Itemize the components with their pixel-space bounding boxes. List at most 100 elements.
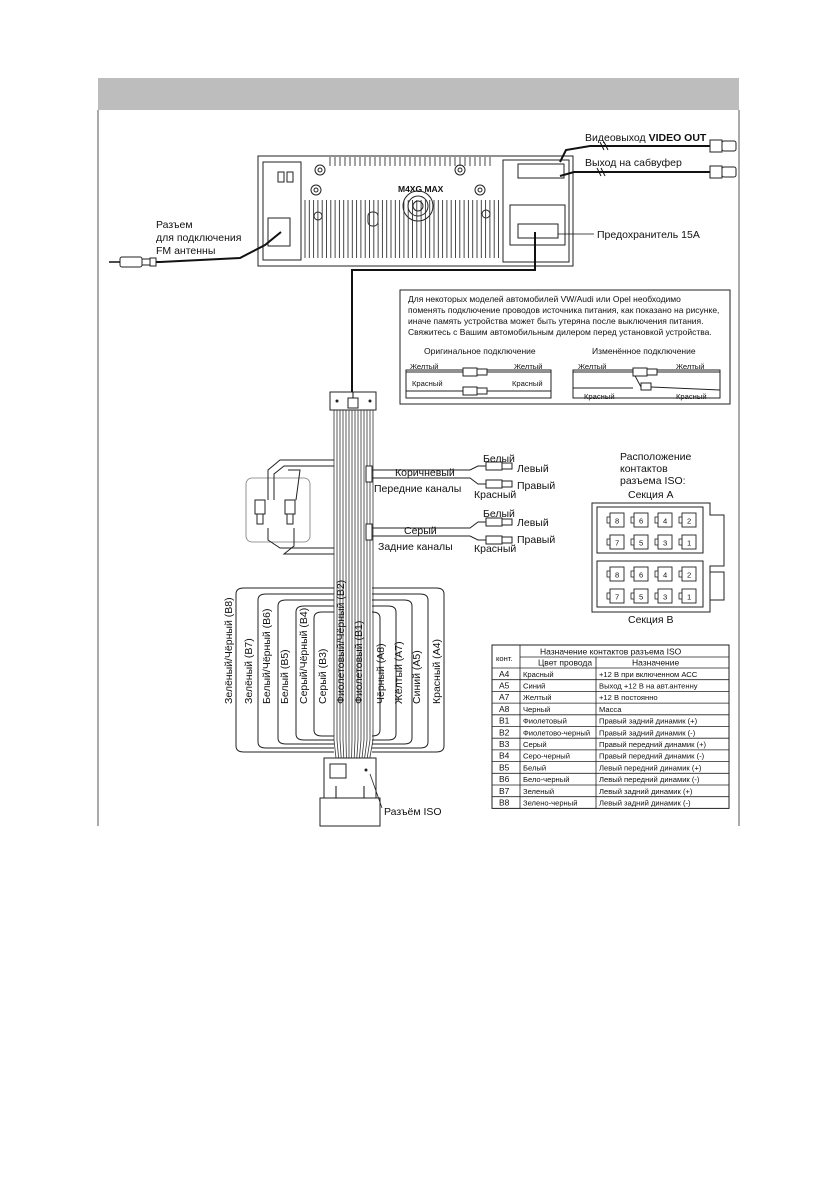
section-a-label: Секция А xyxy=(628,489,674,501)
wire-loop-right xyxy=(372,606,413,745)
orig-red-right: Красный xyxy=(512,379,543,388)
table-cell-color: Желтый xyxy=(523,693,552,702)
antenna-label-1: Разъем xyxy=(156,219,193,231)
video-out-bold: VIDEO OUT xyxy=(649,132,707,144)
wire-loop-top-right xyxy=(372,599,413,607)
wire-loop-top-right xyxy=(372,593,429,601)
pin-number: 3 xyxy=(663,539,667,548)
wire-label: Зелёный/Чёрный (В8) xyxy=(223,597,235,704)
note-box xyxy=(399,289,731,405)
mod-red-right: Красный xyxy=(676,392,707,401)
grey-label: Серый xyxy=(404,525,437,537)
iso-table: Назначение контактов разъема ISOконт.Цве… xyxy=(491,644,730,809)
table-cell-pin: B1 xyxy=(499,716,510,726)
front-white-label: Белый xyxy=(483,453,515,465)
pin-number: 4 xyxy=(663,571,667,580)
table-cell-pin: B4 xyxy=(499,751,510,761)
pin-number: 5 xyxy=(639,539,643,548)
rear-white-label: Белый xyxy=(483,508,515,520)
wire-loops xyxy=(235,587,445,753)
subwoofer-label: Выход на сабвуфер xyxy=(585,157,682,169)
wire-loop-top-right xyxy=(372,587,445,595)
power-cable xyxy=(351,232,536,398)
table-cell-purpose: Левый передний динамик (+) xyxy=(599,763,702,772)
pin-tab xyxy=(678,592,683,600)
wire-loop-left xyxy=(313,618,334,737)
table-cell-pin: A4 xyxy=(499,669,510,679)
wire-labels: Зелёный/Чёрный (В8)Зелёный (В7)Белый/Чёр… xyxy=(223,580,443,704)
table-cell-purpose: Правый передний динамик (-) xyxy=(599,752,705,761)
table-cell-purpose: Левый передний динамик (-) xyxy=(599,775,700,784)
pin-number: 7 xyxy=(615,539,619,548)
pin-tab xyxy=(606,592,611,600)
pin-number: 5 xyxy=(639,593,643,602)
table-cell-purpose: Масса xyxy=(599,705,622,714)
pin-number: 4 xyxy=(663,517,667,526)
wire-label: Фиолетовый (В1) xyxy=(353,621,365,704)
table-cell-pin: B7 xyxy=(499,786,510,796)
pin-tab xyxy=(678,538,683,546)
head-unit: M4XG MAX xyxy=(257,155,574,267)
original-connection-label: Оригинальное подключение xyxy=(424,346,536,356)
video-out-label: Видеовыход VIDEO OUT xyxy=(585,132,707,144)
wire-loop-top-left xyxy=(257,593,334,601)
note-line-2: поменять подключение проводов источника … xyxy=(408,305,719,315)
pin-tab xyxy=(606,570,611,578)
pin-tab xyxy=(654,538,659,546)
bundle-wire xyxy=(339,410,342,759)
bundle-wire xyxy=(353,410,356,759)
bundle-wire xyxy=(359,410,362,759)
table-cell-purpose: Левый задний динамик (-) xyxy=(599,799,691,808)
pin-tab xyxy=(678,516,683,524)
table-cell-pin: A5 xyxy=(499,681,510,691)
amp-loop xyxy=(245,459,334,555)
table-cell-color: Синий xyxy=(523,682,545,691)
wire-label: Чёрный (А8) xyxy=(375,643,387,704)
wire-loop-right xyxy=(371,618,381,737)
table-col-color: Цвет провода xyxy=(538,658,592,668)
wire-loop-top-left xyxy=(235,587,334,595)
note-line-4: Свяжитесь с Вашим автомобильным дилером … xyxy=(408,327,712,337)
wire-loop-top-left xyxy=(277,599,334,607)
iso-layout-label-3: разъема ISO: xyxy=(620,475,686,487)
antenna-cable xyxy=(109,231,282,268)
antenna-label-3: FM антенны xyxy=(156,245,215,257)
table-cell-color: Серый xyxy=(523,740,547,749)
wire-label: Зелёный (В7) xyxy=(243,638,255,704)
mod-yellow-left: Желтый xyxy=(578,362,607,371)
pin-number: 3 xyxy=(663,593,667,602)
table-cell-pin: A7 xyxy=(499,692,510,702)
pin-tab xyxy=(630,592,635,600)
pin-tab xyxy=(678,570,683,578)
bundle-wire xyxy=(336,410,339,759)
pin-tab xyxy=(606,516,611,524)
mod-red-left: Красный xyxy=(584,392,615,401)
harness-top-connector xyxy=(329,391,377,411)
brown-label: Коричневый xyxy=(395,467,455,479)
front-left-label: Левый xyxy=(517,463,549,475)
table-cell-pin: A8 xyxy=(499,704,510,714)
pin-number: 1 xyxy=(687,539,691,548)
wire-loop-right xyxy=(372,600,429,749)
iso-pointer xyxy=(369,773,383,809)
wire-label: Красный (А4) xyxy=(431,639,443,704)
table-col-purpose: Назначение xyxy=(632,658,680,668)
rear-left-label: Левый xyxy=(517,517,549,529)
pin-tab xyxy=(654,516,659,524)
bundle-wire xyxy=(361,410,365,759)
table-cell-color: Зелено-черный xyxy=(523,799,577,808)
table-cell-pin: B6 xyxy=(499,774,510,784)
wire-loop-left xyxy=(257,600,334,749)
rear-channels-label: Задние каналы xyxy=(378,541,453,553)
rear-red-label: Красный xyxy=(474,543,516,555)
bundle-wire xyxy=(364,410,368,759)
pin-tab xyxy=(606,538,611,546)
wire-loop-top-left xyxy=(313,611,334,619)
wire-loop-left xyxy=(235,594,334,753)
table-cell-purpose: Правый задний динамик (+) xyxy=(599,717,698,726)
wire-label: Жёлтый (А7) xyxy=(393,641,405,704)
pin-number: 6 xyxy=(639,571,643,580)
wire-bundle xyxy=(333,410,374,759)
